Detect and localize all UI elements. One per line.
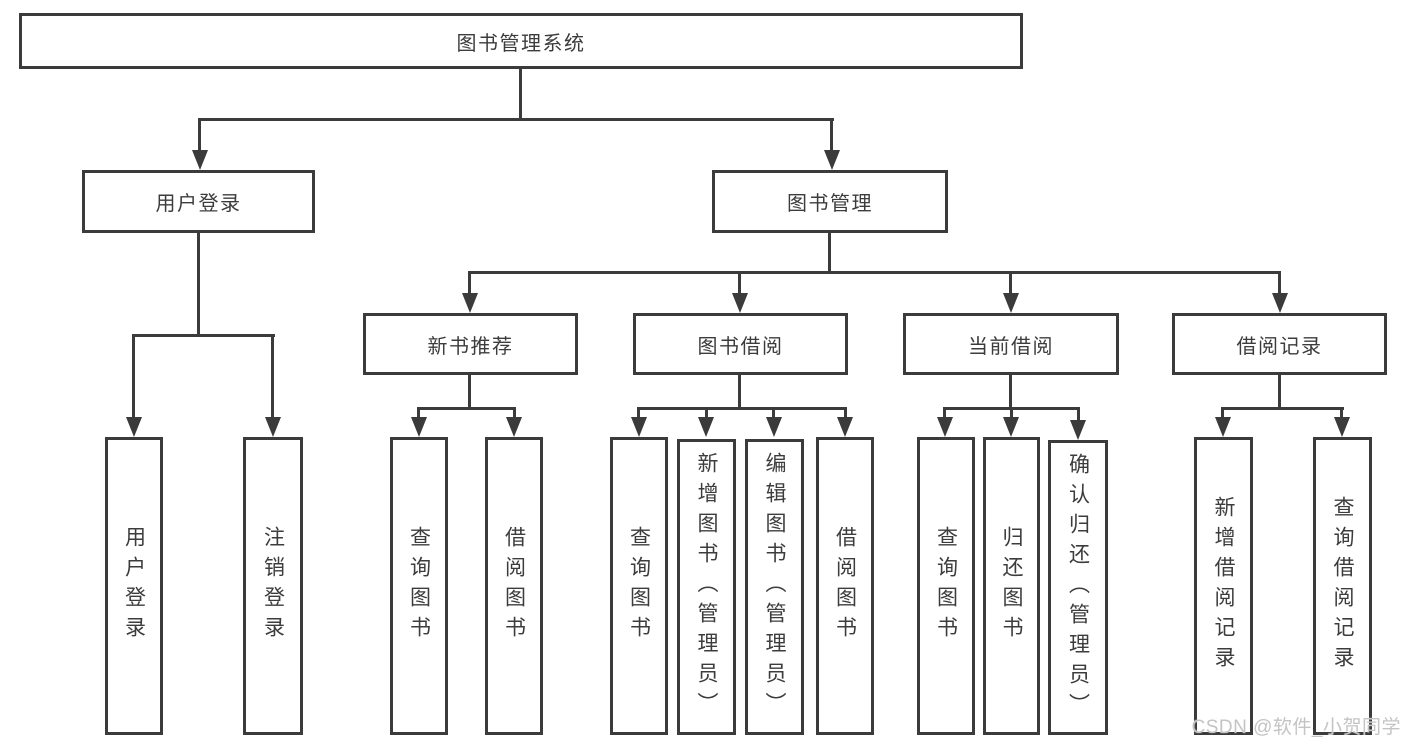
connector-line	[828, 233, 831, 274]
node-label: 新书推荐	[427, 335, 514, 358]
connector-line	[198, 118, 201, 156]
node-label: 用户登录	[122, 526, 146, 646]
node-label: 确认归还（管理员）	[1066, 452, 1090, 723]
node-label: 查询图书	[627, 526, 651, 646]
connector-line	[197, 233, 200, 337]
connector-line	[417, 407, 516, 410]
node-logout-leaf: 注销登录	[243, 437, 303, 735]
node-borrowing-borrow-books: 借阅图书	[816, 437, 874, 735]
node-borrowing-add-books-admin: 新增图书（管理员）	[677, 439, 736, 735]
csdn-watermark: CSDN @软件_小贺同学	[1191, 717, 1401, 738]
node-library-system: 图书管理系统	[19, 13, 1023, 69]
node-recommend-query-books: 查询图书	[390, 437, 448, 735]
node-borrowing-edit-books-admin: 编辑图书（管理员）	[745, 439, 804, 735]
connector-line	[468, 271, 1281, 274]
connector-line	[1009, 375, 1012, 410]
connector-line	[772, 407, 775, 420]
node-borrowing-query-books: 查询图书	[610, 437, 668, 735]
node-label: 图书管理系统	[456, 32, 586, 55]
node-label: 借阅图书	[833, 526, 857, 646]
arrowhead	[1003, 293, 1019, 313]
connector-line	[844, 407, 847, 420]
connector-line	[637, 407, 640, 420]
arrowhead	[192, 150, 208, 170]
connector-line	[198, 118, 834, 121]
connector-line	[271, 334, 274, 420]
arrowhead	[462, 293, 478, 313]
connector-line	[830, 118, 833, 156]
connector-line	[519, 69, 522, 121]
arrowhead	[1272, 293, 1288, 313]
connector-line	[1278, 375, 1281, 410]
arrowhead	[766, 417, 782, 437]
node-current-confirm-return-admin: 确认归还（管理员）	[1048, 440, 1108, 735]
node-label: 借阅记录	[1236, 335, 1323, 358]
connector-line	[738, 375, 741, 410]
arrowhead	[126, 417, 142, 437]
node-label: 图书管理	[787, 193, 873, 215]
connector-line	[705, 407, 708, 420]
node-current-return-books: 归还图书	[983, 437, 1040, 735]
node-label: 编辑图书（管理员）	[763, 452, 786, 722]
connector-line	[1278, 271, 1281, 297]
connector-line	[132, 334, 135, 420]
node-borrow-records: 借阅记录	[1172, 313, 1387, 375]
node-user-login: 用户登录	[82, 170, 315, 233]
connector-line	[943, 407, 946, 420]
arrowhead	[732, 293, 748, 313]
connector-line	[1221, 407, 1344, 410]
arrowhead	[824, 150, 840, 170]
node-book-management: 图书管理	[712, 170, 948, 233]
connector-line	[132, 334, 275, 337]
node-label: 图书借阅	[697, 335, 784, 358]
arrowhead	[1334, 417, 1350, 437]
node-label: 借阅图书	[502, 526, 526, 646]
node-current-query-books: 查询图书	[917, 437, 975, 735]
node-records-add-record: 新增借阅记录	[1194, 437, 1253, 735]
node-current-borrowing: 当前借阅	[903, 313, 1119, 375]
arrowhead	[698, 417, 714, 437]
node-records-query-record: 查询借阅记录	[1313, 437, 1372, 735]
node-label: 新增图书（管理员）	[695, 452, 718, 722]
arrowhead	[1003, 417, 1019, 437]
node-new-book-recommend: 新书推荐	[363, 313, 578, 375]
node-label: 查询图书	[934, 526, 958, 646]
arrowhead	[1070, 420, 1086, 440]
arrowhead	[265, 417, 281, 437]
node-recommend-borrow-books: 借阅图书	[485, 437, 543, 735]
node-book-borrowing: 图书借阅	[633, 313, 848, 375]
arrowhead	[631, 417, 647, 437]
connector-line	[468, 271, 471, 297]
connector-line	[417, 407, 420, 420]
node-label: 归还图书	[1000, 526, 1023, 646]
node-label: 新增借阅记录	[1212, 496, 1235, 676]
node-label: 查询图书	[407, 526, 431, 646]
connector-line	[1221, 407, 1224, 420]
connector-line	[1077, 407, 1080, 423]
arrowhead	[937, 417, 953, 437]
node-user-login-leaf: 用户登录	[105, 437, 163, 735]
arrowhead	[1215, 417, 1231, 437]
arrowhead	[837, 417, 853, 437]
connector-line	[738, 271, 741, 297]
node-label: 查询借阅记录	[1331, 496, 1354, 676]
connector-line	[1340, 407, 1343, 420]
node-label: 用户登录	[155, 193, 242, 215]
node-label: 注销登录	[261, 526, 285, 646]
arrowhead	[411, 417, 427, 437]
node-label: 当前借阅	[968, 335, 1054, 358]
arrowhead	[506, 417, 522, 437]
connector-line	[1009, 271, 1012, 297]
connector-line	[468, 375, 471, 410]
connector-line	[637, 407, 847, 410]
connector-line	[1010, 407, 1013, 420]
connector-line	[513, 407, 516, 420]
